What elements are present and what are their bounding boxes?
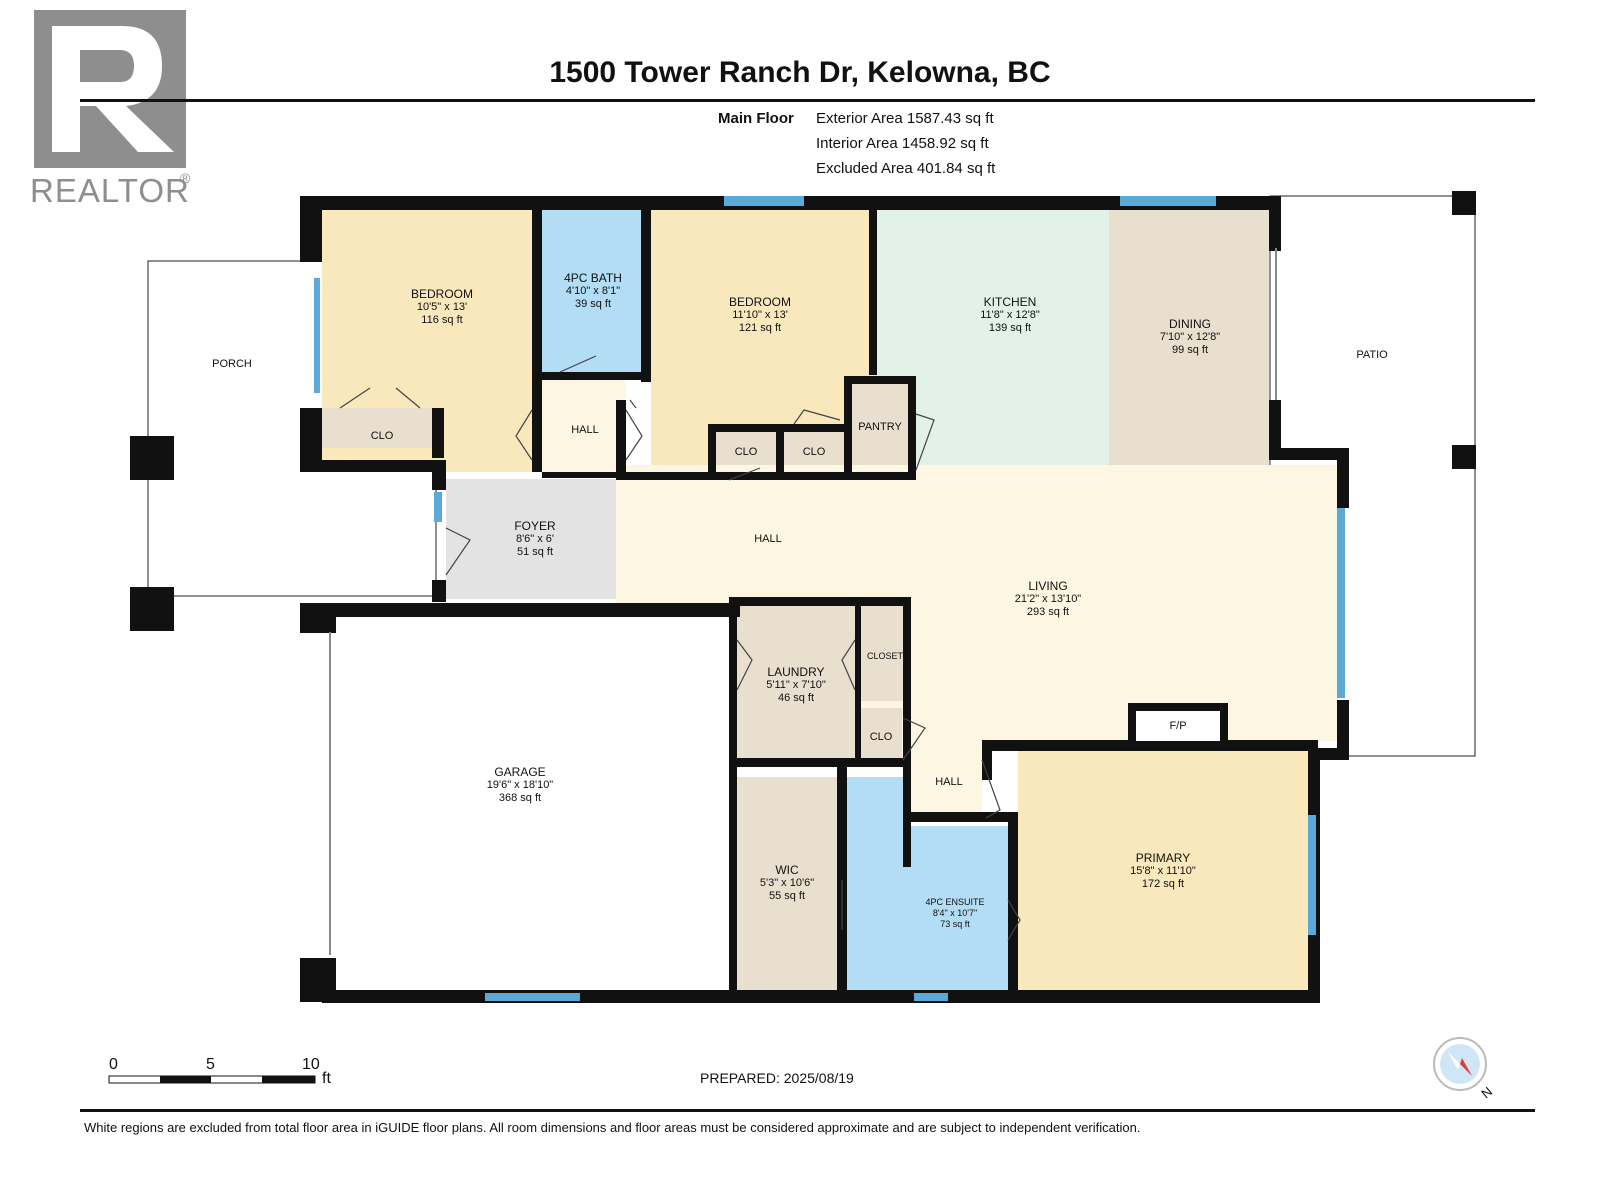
divider-top (80, 99, 1535, 102)
interior-area: Interior Area 1458.92 sq ft (816, 135, 989, 152)
label-clo-c: CLO (869, 731, 893, 743)
label-closet: CLOSET (866, 651, 903, 661)
floor-name: Main Floor (718, 110, 794, 127)
label-hall-low: HALL (935, 776, 963, 788)
primary-fill (1018, 751, 1308, 993)
label-clo-b: CLO (802, 446, 826, 458)
label-pantry: PANTRY (858, 421, 902, 433)
dining-fill (1109, 210, 1269, 465)
clo-bed1-fill (322, 408, 432, 448)
scale-tick-10: 10 (302, 1056, 320, 1073)
scale-tick-0: 0 (109, 1056, 118, 1073)
brand-wordmark: REALTOR (30, 172, 190, 209)
label-clo-bed1: CLO (370, 430, 394, 442)
scale-tick-5: 5 (206, 1056, 215, 1073)
room-label-foyer: FOYER 8'6" x 6' 51 sq ft (514, 519, 556, 559)
room-label-primary: PRIMARY 15'8" x 11'10" 172 sq ft (1130, 851, 1196, 891)
pantry-fill (850, 382, 910, 472)
label-patio: PATIO (1356, 349, 1388, 361)
hall-low-fill (910, 741, 982, 817)
page-title: 1500 Tower Ranch Dr, Kelowna, BC (549, 56, 1051, 89)
room-label-dining: DINING 7'10" x 12'8" 99 sq ft (1159, 317, 1221, 357)
realtor-logo (34, 10, 186, 168)
room-label-living: LIVING 21'2" x 13'10" 293 sq ft (1014, 579, 1082, 619)
wic-fill (737, 777, 837, 993)
posts (130, 191, 1476, 631)
door-swings (339, 355, 1021, 941)
label-clo-a: CLO (734, 446, 758, 458)
label-fireplace: F/P (1169, 720, 1187, 732)
garage-fill (336, 610, 729, 993)
footnote: White regions are excluded from total fl… (84, 1120, 1141, 1135)
room-label-kitchen: KITCHEN 11'8" x 12'8" 139 sq ft (980, 295, 1040, 335)
registered-mark: ® (180, 170, 191, 186)
label-hall-top: HALL (571, 424, 599, 436)
laundry-fill (737, 606, 855, 758)
foyer-fill (446, 479, 616, 599)
room-label-wic: WIC 5'3" x 10'6" 55 sq ft (759, 863, 815, 903)
windows (314, 196, 1345, 1001)
scale-unit: ft (322, 1070, 331, 1087)
ensuite-fill (847, 826, 1011, 993)
room-label-bedroom-2: BEDROOM 11'10" x 13' 121 sq ft (728, 295, 791, 335)
room-label-ensuite: 4PC ENSUITE 8'4" x 10'7" 73 sq ft (925, 897, 985, 929)
room-label-bath: 4PC BATH 4'10" x 8'1" 39 sq ft (564, 271, 622, 311)
scale-bar (108, 1075, 316, 1084)
fireplace-fill (1136, 711, 1220, 741)
closet-fill (860, 606, 910, 701)
exterior-area: Exterior Area 1587.43 sq ft (816, 110, 994, 127)
hall-top-fill (542, 380, 626, 476)
compass-icon (1433, 1037, 1487, 1091)
label-hall-mid: HALL (754, 533, 782, 545)
sliding-doors (329, 248, 1277, 955)
divider-bottom (80, 1109, 1535, 1112)
bath-fill (542, 210, 641, 372)
clo-c-fill (860, 708, 902, 758)
excluded-area: Excluded Area 401.84 sq ft (816, 160, 996, 177)
room-label-bedroom-1: BEDROOM 10'5" x 13' 116 sq ft (410, 287, 473, 327)
label-porch: PORCH (212, 358, 252, 370)
realtor-r-icon (52, 26, 174, 152)
room-label-garage: GARAGE 19'6" x 18'10" 368 sq ft (486, 765, 554, 805)
prepared-date: PREPARED: 2025/08/19 (700, 1070, 854, 1086)
room-label-laundry: LAUNDRY 5'11" x 7'10" 46 sq ft (766, 665, 826, 705)
